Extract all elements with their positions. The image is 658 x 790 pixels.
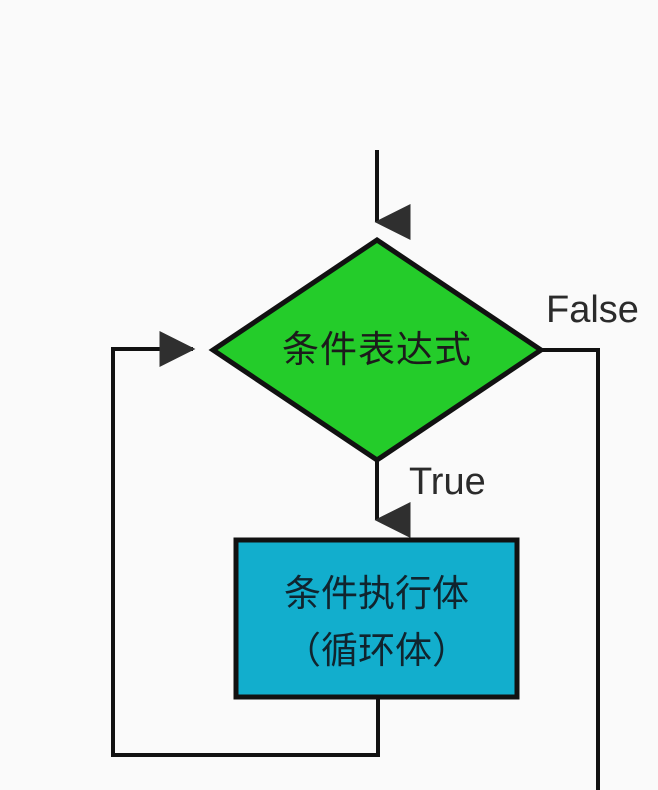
- decision-diamond[interactable]: [208, 236, 546, 464]
- false-arrow: [541, 348, 600, 790]
- process-box[interactable]: [233, 537, 520, 700]
- true-edge-label: True: [409, 461, 486, 503]
- false-edge-label: False: [546, 289, 639, 331]
- loopback-arrow: [111, 331, 380, 757]
